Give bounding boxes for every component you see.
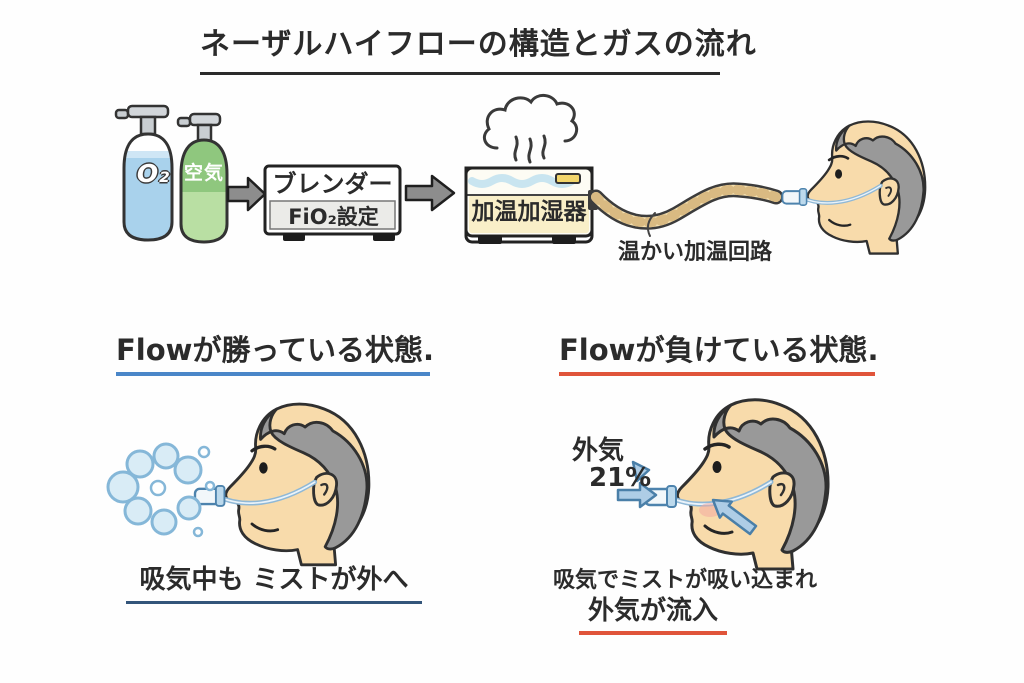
blender-box	[263, 164, 402, 241]
ambient-air-label: 外気	[572, 436, 625, 466]
ambient-air-arrow-icon	[616, 460, 758, 536]
oxygen-cylinder-label: O₂	[136, 159, 170, 188]
air-cylinder-label: 空気	[183, 162, 224, 184]
right-panel-caption-line2: 外気が流入	[579, 596, 727, 635]
flow-arrow-icon	[226, 176, 267, 212]
ambient-air-percent: 21%	[589, 463, 652, 493]
oxygen-cylinder	[114, 104, 174, 242]
right-panel-heading: Flowが負けている状態.	[559, 333, 878, 377]
right-panel-caption-line1: 吸気でミストが吸い込まれ	[553, 568, 818, 593]
humidifier-label: 加温加湿器	[471, 199, 587, 225]
blender-fio2-setting-label: FiO₂設定	[288, 205, 379, 229]
heated-circuit-tube	[588, 182, 784, 230]
blender-label: ブレンダー	[272, 170, 393, 198]
patient-face-right	[645, 400, 828, 569]
heated-circuit-label: 温かい加温回路	[617, 240, 772, 265]
steam-icon	[482, 94, 579, 164]
flow-arrow-icon	[404, 174, 456, 212]
patient-face-left	[195, 404, 369, 565]
air-cylinder	[176, 112, 229, 244]
mist-cloud-icon	[106, 442, 216, 538]
circuit-pointer-line	[646, 212, 656, 237]
left-panel-heading: Flowが勝っている状態.	[116, 333, 434, 377]
patient-face-top	[780, 119, 928, 256]
page-title: ネーザルハイフローの構造とガスの流れ	[200, 27, 756, 75]
left-panel-caption: 吸気中も ミストが外へ	[126, 565, 422, 604]
